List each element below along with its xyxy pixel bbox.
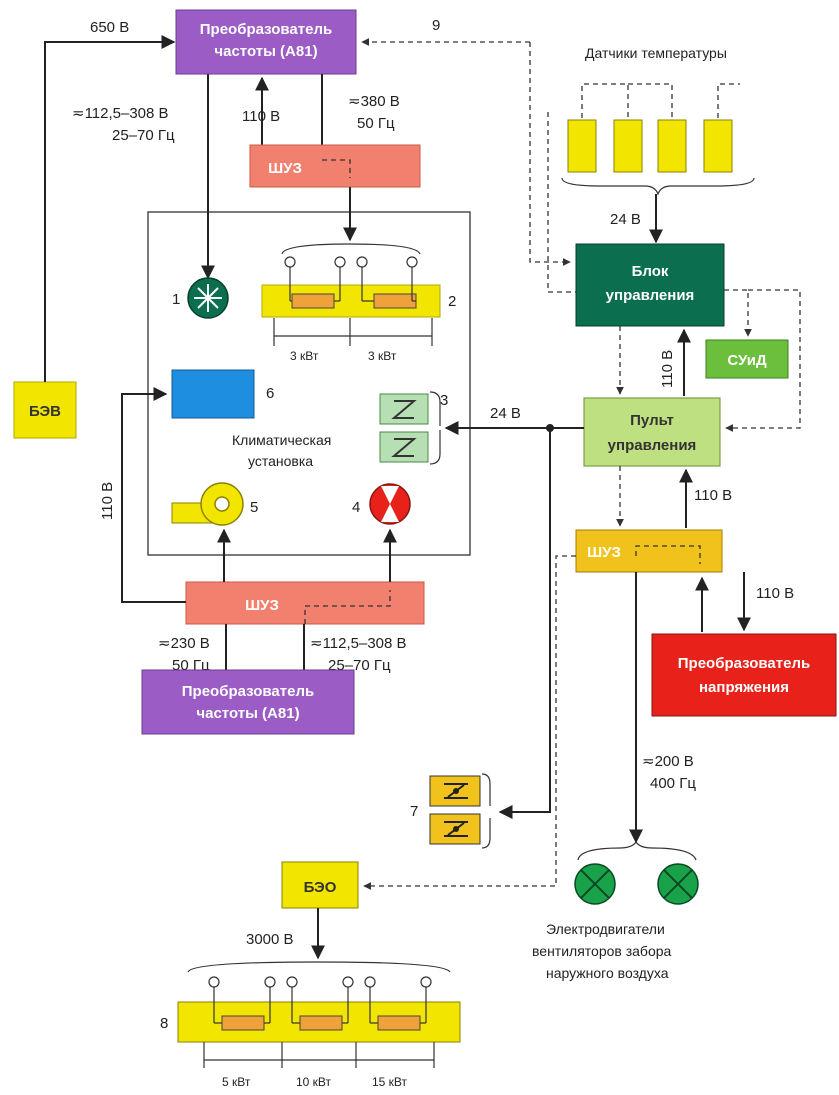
suid-block: СУиД	[705, 339, 789, 379]
shuz-bottom-label: ШУЗ	[245, 597, 279, 614]
shuz-bottom: ШУЗ	[185, 581, 425, 625]
shuz-top-label: ШУЗ	[268, 160, 302, 177]
beo-label: БЭО	[304, 879, 337, 896]
motors-label-1: Электродвигатели	[546, 921, 665, 937]
num-5: 5	[250, 499, 258, 516]
num-2: 2	[448, 293, 456, 310]
motor-fan-right	[657, 863, 699, 905]
dash-to-control-unit	[529, 42, 571, 266]
heater-8: 5 кВт 10 кВт 15 кВт	[177, 961, 461, 1089]
motors-label-2: вентиляторов забора	[532, 943, 672, 959]
num-8: 8	[160, 1015, 168, 1032]
label-110v-shuz-right: 110 В	[694, 487, 732, 504]
label-freq-in-2: 25–70 Гц	[112, 127, 175, 144]
motor-fan-left	[574, 863, 616, 905]
label-230v-1: ≂230 В	[158, 635, 210, 652]
label-110v-left: 110 В	[99, 482, 116, 520]
label-110v-right: 110 В	[659, 350, 676, 388]
freq-converter-bottom-label-1: Преобразователь	[182, 683, 314, 700]
freq-converter-top-label-1: Преобразователь	[200, 21, 332, 38]
freq-converter-top-label-2: частоты (А81)	[214, 43, 317, 60]
motors-brace	[577, 840, 697, 861]
label-24v-sensors: 24 В	[610, 211, 641, 228]
voltage-converter-label-1: Преобразователь	[678, 655, 810, 672]
label-freq2-1: ≂112,5–308 В	[310, 635, 407, 652]
label-10kw: 10 кВт	[296, 1075, 332, 1089]
unit-6	[171, 369, 255, 419]
label-3000v: 3000 В	[246, 931, 294, 948]
dash-control-unit-2	[547, 112, 576, 293]
num-1: 1	[172, 291, 180, 308]
climate-label-1: Климатическая	[232, 432, 331, 448]
shuz-top: ШУЗ	[249, 144, 421, 188]
num-7: 7	[410, 803, 418, 820]
label-380v-1: ≂380 В	[348, 93, 400, 110]
dash-to-suid	[724, 289, 752, 337]
beo-block: БЭО	[281, 861, 359, 909]
num-3: 3	[440, 392, 448, 409]
control-panel: Пульт управления	[583, 397, 721, 467]
wire-to-valves-7	[498, 428, 551, 819]
label-200v-1: ≂200 В	[642, 753, 694, 770]
shuz-right: ШУЗ	[575, 529, 723, 573]
control-panel-label-1: Пульт	[630, 412, 674, 429]
control-panel-label-2: управления	[608, 437, 697, 454]
temp-sensors-label: Датчики температуры	[585, 45, 727, 61]
valves-7	[429, 773, 491, 849]
shuz-right-dash	[635, 545, 701, 564]
label-3kw-a: 3 кВт	[290, 349, 319, 363]
voltage-converter: Преобразователь напряжения	[651, 633, 837, 717]
label-110v-top: 110 В	[242, 108, 280, 125]
voltage-converter-label-2: напряжения	[699, 679, 789, 696]
label-24v-panel: 24 В	[490, 405, 521, 422]
sensors-3	[379, 391, 441, 465]
temp-sensors	[561, 83, 755, 196]
shuz-top-dash	[322, 159, 351, 178]
label-380v-2: 50 Гц	[357, 115, 395, 132]
heater-2: 3 кВт 3 кВт	[261, 243, 441, 363]
label-3kw-b: 3 кВт	[368, 349, 397, 363]
control-unit-label-2: управления	[606, 287, 695, 304]
dash-to-beo	[363, 555, 576, 890]
shuz-right-label: ШУЗ	[587, 544, 621, 561]
climate-unit-frame	[147, 211, 471, 556]
fan-1	[187, 277, 229, 319]
freq-converter-bottom: Преобразователь частоты (А81)	[141, 669, 355, 735]
wire-110v-unit6	[121, 387, 186, 603]
bev-block: БЭВ	[13, 381, 77, 439]
control-unit: Блок управления	[575, 243, 725, 327]
wire-650v	[44, 35, 176, 382]
label-9: 9	[432, 17, 440, 34]
label-650v: 650 В	[90, 19, 129, 36]
climate-label-2: установка	[248, 453, 313, 469]
bev-label: БЭВ	[29, 403, 61, 420]
label-5kw: 5 кВт	[222, 1075, 251, 1089]
label-200v-2: 400 Гц	[650, 775, 696, 792]
suid-label: СУиД	[727, 352, 767, 369]
shuz-bottom-dash	[304, 590, 391, 624]
fan-5	[171, 482, 244, 526]
fan-4	[369, 483, 411, 525]
label-110v-conv: 110 В	[756, 585, 794, 602]
freq-converter-bottom-label-2: частоты (А81)	[196, 705, 299, 722]
num-4: 4	[352, 499, 360, 516]
freq-converter-top: Преобразователь частоты (А81)	[175, 9, 357, 75]
label-freq-in-1: ≂112,5–308 В	[72, 105, 169, 122]
control-unit-label-1: Блок	[632, 263, 669, 280]
motors-label-3: наружного воздуха	[546, 965, 669, 981]
label-15kw: 15 кВт	[372, 1075, 408, 1089]
num-6: 6	[266, 385, 274, 402]
dash-unit-to-panel	[725, 289, 801, 432]
